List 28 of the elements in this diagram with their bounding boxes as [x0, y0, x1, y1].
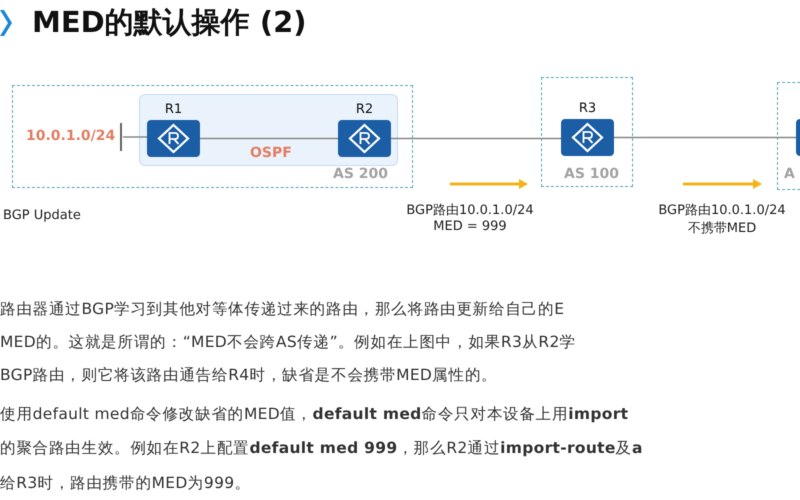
- paragraph-line: 给R3时，路由携带的MED为999。: [0, 473, 251, 494]
- network: [26, 123, 123, 151]
- as-label: A: [784, 166, 795, 182]
- ospf-area: [139, 94, 398, 166]
- as-label: AS 100: [564, 166, 620, 182]
- network-prefix: 10.0.1.0/24: [26, 128, 116, 144]
- slide-title: MED的默认操作 (2): [32, 4, 307, 41]
- router-name: R2: [354, 102, 374, 117]
- route-note: 不携带MED: [688, 220, 756, 237]
- link-line: [200, 138, 338, 140]
- as-boundary: [12, 85, 413, 188]
- link-line: [614, 136, 796, 138]
- paragraph-line: MED的。这就是所谓的：“MED不会跨AS传递”。例如在上图中，如果R3从R2学: [0, 332, 576, 353]
- legend-text: BGP Update: [3, 208, 81, 223]
- paragraph-line: 使用default med命令修改缺省的MED值，default med命令只对本设备上用import: [0, 404, 628, 425]
- as-label: AS 200: [333, 166, 388, 182]
- router-name: R3: [578, 101, 598, 116]
- paragraph-line: 路由器通过BGP学习到其他对等体传递过来的路由，那么将路由更新给自己的E: [0, 299, 564, 320]
- link-line: [391, 138, 561, 140]
- router-name: R1: [164, 102, 184, 117]
- route-note: MED = 999: [433, 219, 507, 234]
- link-line: [123, 136, 147, 138]
- paragraph-line: BGP路由，则它将该路由通告给R4时，缺省是不会携带MED属性的。: [0, 365, 498, 386]
- protocol-label: OSPF: [250, 145, 292, 161]
- as-boundary: [541, 77, 633, 187]
- route-note: BGP路由10.0.1.0/24: [658, 202, 786, 219]
- paragraph-line: 的聚合路由生效。例如在R2上配置default med 999，那么R2通过import-route及a: [0, 438, 643, 459]
- route-note: BGP路由10.0.1.0/24: [406, 202, 534, 219]
